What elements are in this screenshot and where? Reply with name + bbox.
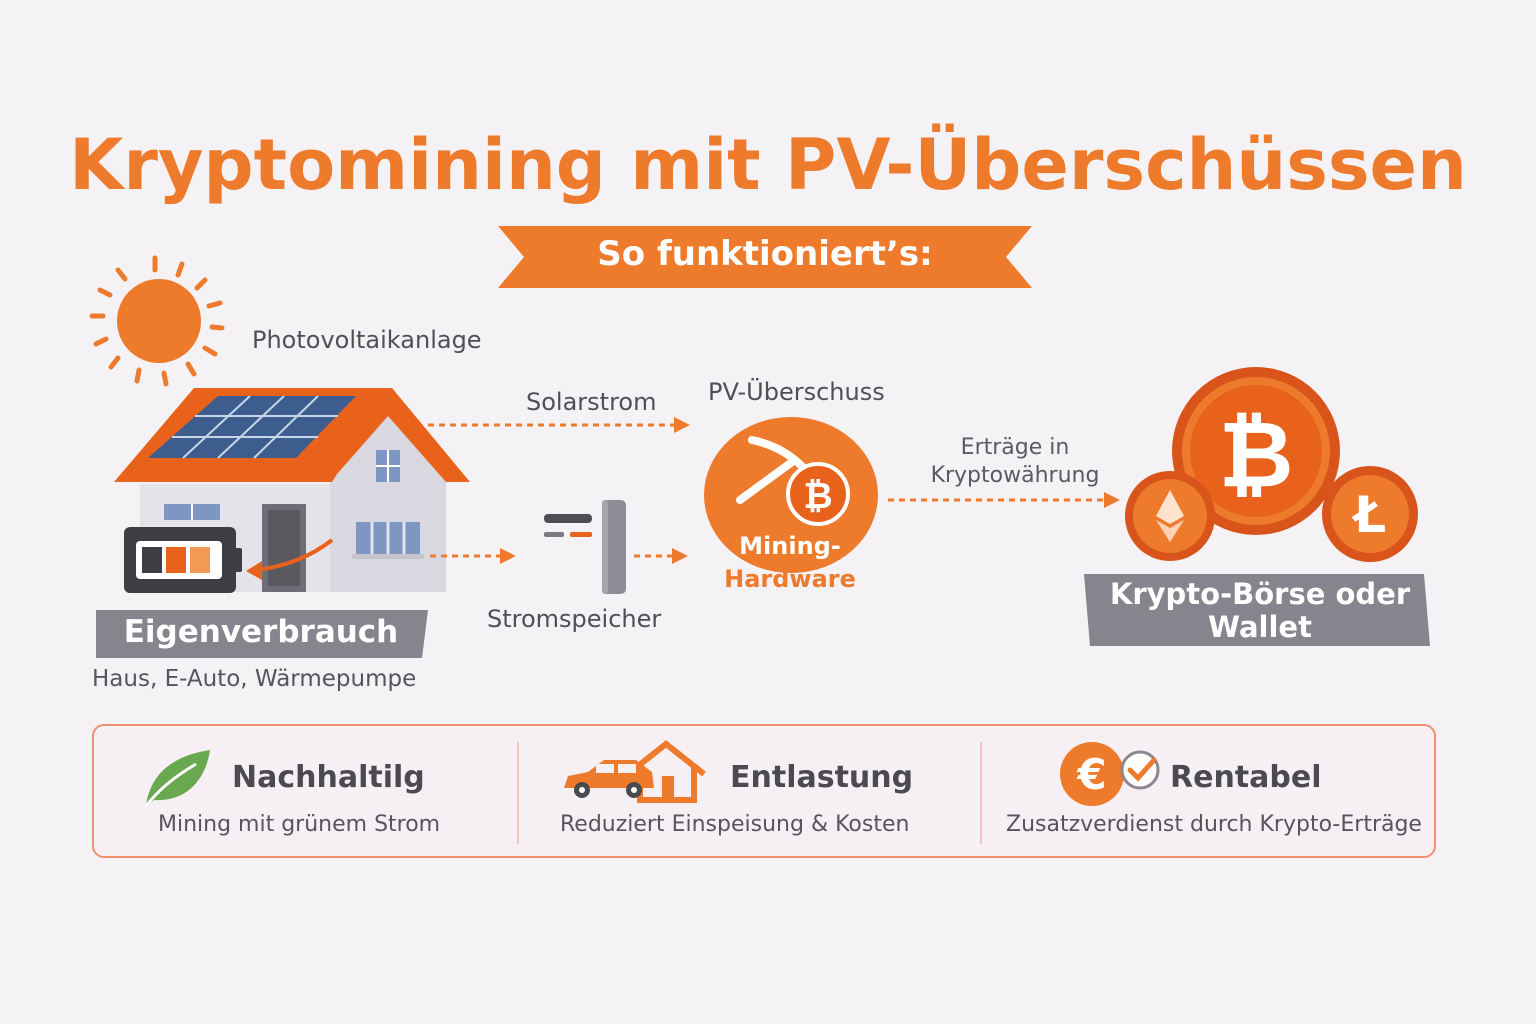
battery-icon — [124, 527, 242, 593]
svg-text:€: € — [1076, 750, 1106, 799]
benefit-title: Rentabel — [1170, 760, 1322, 795]
euro-check-icon: € — [1060, 742, 1160, 806]
benefit-sub: Zusatzverdienst durch Krypto-Erträge — [1006, 812, 1422, 837]
battery-storage-icon — [544, 500, 626, 594]
benefit-sub: Reduziert Einspeisung & Kosten — [560, 812, 910, 837]
mining-line1: Mining- — [739, 532, 841, 560]
surplus-label: PV-Überschuss — [708, 378, 885, 406]
benefits-divider — [980, 742, 982, 844]
benefit-title: Entlastung — [730, 760, 914, 795]
svg-text:Ł: Ł — [1351, 486, 1386, 544]
ethereum-coin-icon — [1125, 471, 1215, 561]
svg-text:₿: ₿ — [1219, 401, 1294, 508]
page-title: Kryptomining mit PV-Überschüssen — [69, 124, 1467, 206]
benefits-panel: Nachhaltilg Mining mit grünem Strom Entl… — [92, 724, 1436, 858]
solar-label: Solarstrom — [526, 388, 657, 416]
exchange-tag — [1084, 574, 1430, 646]
sun-icon — [89, 255, 225, 387]
litecoin-coin-icon: Ł — [1322, 466, 1418, 562]
consumption-title: Eigenverbrauch — [123, 614, 399, 650]
benefits-divider — [517, 742, 519, 844]
storage-label: Stromspeicher — [487, 605, 662, 633]
earnings-line2: Kryptowährung — [930, 463, 1100, 488]
earnings-label: Erträge in Kryptowährung — [900, 434, 1130, 490]
consumption-tag — [96, 610, 428, 658]
car-house-icon — [564, 740, 706, 803]
svg-text:₿: ₿ — [803, 476, 832, 517]
earnings-line1: Erträge in — [960, 435, 1070, 460]
consumption-sub: Haus, E-Auto, Wärmepumpe — [92, 666, 417, 692]
mining-label: Mining- Hardware — [700, 530, 880, 596]
benefit-sub: Mining mit grünem Strom — [158, 812, 441, 837]
exchange-title: Krypto-Börse oder Wallet — [1090, 578, 1430, 644]
exchange-line2: Wallet — [1208, 610, 1312, 644]
pv-label: Photovoltaikanlage — [252, 326, 482, 354]
leaf-icon — [144, 750, 210, 807]
subtitle-banner — [498, 226, 1032, 288]
mining-line2: Hardware — [724, 565, 856, 593]
subtitle: So funktioniert’s: — [597, 234, 933, 274]
benefit-title: Nachhaltilg — [232, 760, 425, 795]
exchange-line1: Krypto-Börse oder — [1109, 577, 1411, 611]
bitcoin-coin-icon: ₿ — [1172, 367, 1340, 535]
pickaxe-bitcoin-icon: ₿ — [704, 417, 878, 573]
